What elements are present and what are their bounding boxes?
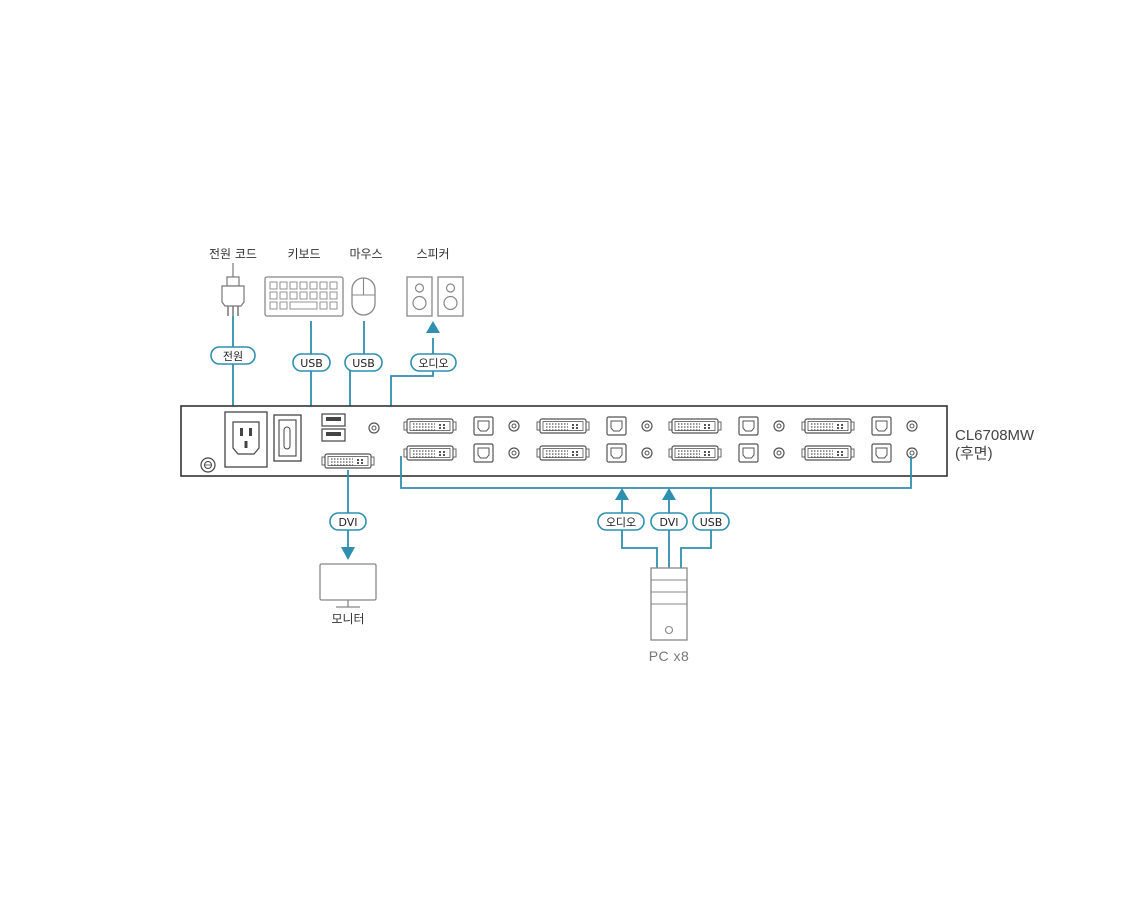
speaker-icon <box>406 276 464 317</box>
mouse-usb-pill-label: USB <box>352 357 375 370</box>
pc-audio-jack <box>641 447 653 459</box>
pc-audio-jack <box>508 447 520 459</box>
pc-dvi-port <box>403 445 457 461</box>
console-audio-jack <box>368 422 380 434</box>
audio-pill: 오디오 <box>410 353 457 372</box>
pc-dvi-pill-label: DVI <box>659 516 678 529</box>
keyboard-key <box>269 281 278 290</box>
power-plug-icon <box>221 263 245 316</box>
keyboard-key <box>289 291 298 300</box>
power-inlet <box>224 411 268 468</box>
monitor-dvi-pill-label: DVI <box>338 516 357 529</box>
pc-usb-port <box>871 416 892 436</box>
monitor-label: 모니터 <box>331 612 364 626</box>
monitor-dvi-pill: DVI <box>329 512 367 531</box>
pc-audio-jack <box>773 447 785 459</box>
pc-dvi-port <box>801 445 855 461</box>
keyboard-usb-pill-label: USB <box>300 357 323 370</box>
pc-audio-jack <box>773 420 785 432</box>
keyboard-key <box>309 281 318 290</box>
rear-view-label: (후면) <box>955 445 993 462</box>
pc-usb-pill-label: USB <box>700 516 723 529</box>
pc-audio-pill: 오디오 <box>597 512 645 531</box>
pc-audio-jack <box>906 447 918 459</box>
keyboard-key <box>289 281 298 290</box>
pc-dvi-port <box>536 445 590 461</box>
pc-usb-port <box>871 443 892 463</box>
pc-audio-arrow <box>615 488 629 500</box>
pc-audio-pill-label: 오디오 <box>606 516 636 529</box>
pc-usb-port <box>738 443 759 463</box>
console-usb-ports <box>321 413 346 442</box>
pc-dvi-arrow <box>662 488 676 500</box>
pc-usb-pill: USB <box>692 512 730 531</box>
power-cord-label: 전원 코드 <box>209 247 257 261</box>
speaker-label: 스피커 <box>416 247 449 261</box>
power-switch <box>273 414 302 462</box>
kvm-rear-panel <box>180 405 948 477</box>
pc-label: PC x8 <box>649 648 690 664</box>
keyboard-key <box>319 281 328 290</box>
keyboard-key <box>279 291 288 300</box>
keyboard-key <box>269 291 278 300</box>
pc-dvi-port <box>668 445 722 461</box>
pc-usb-port <box>473 416 494 436</box>
mouse-icon <box>351 277 376 316</box>
keyboard-key <box>329 301 338 310</box>
keyboard-key <box>279 281 288 290</box>
pc-audio-jack <box>641 420 653 432</box>
model-name: CL6708MW <box>955 427 1035 444</box>
keyboard-key <box>279 301 288 310</box>
keyboard-key <box>269 301 278 310</box>
keyboard-spacebar <box>289 301 318 310</box>
pc-dvi-pill: DVI <box>650 512 688 531</box>
pc-usb-port <box>473 443 494 463</box>
keyboard-key <box>319 291 328 300</box>
power-pill: 전원 <box>210 346 256 365</box>
keyboard-key <box>329 291 338 300</box>
pc-usb-port <box>606 416 627 436</box>
pc-dvi-port <box>536 418 590 434</box>
pc-dvi-port <box>668 418 722 434</box>
keyboard-key <box>309 291 318 300</box>
keyboard-icon <box>264 276 344 317</box>
pc-usb-port <box>738 416 759 436</box>
pc-dvi-port <box>801 418 855 434</box>
keyboard-label: 키보드 <box>287 247 320 261</box>
keyboard-key <box>299 281 308 290</box>
ground-screw-icon <box>200 457 216 473</box>
keyboard-usb-pill: USB <box>292 353 331 372</box>
keyboard-key <box>319 301 328 310</box>
pc-audio-jack <box>508 420 520 432</box>
monitor-dvi-arrow <box>341 547 355 560</box>
monitor-icon <box>319 563 377 608</box>
keyboard-key <box>299 291 308 300</box>
pc-dvi-port <box>403 418 457 434</box>
power-pill-label: 전원 <box>223 350 243 363</box>
audio-pill-label: 오디오 <box>418 357 448 370</box>
pc-usb-port <box>606 443 627 463</box>
mouse-label: 마우스 <box>349 247 382 261</box>
mouse-usb-pill: USB <box>344 353 383 372</box>
pc-tower-icon <box>650 567 688 641</box>
keyboard-key <box>329 281 338 290</box>
pc-audio-jack <box>906 420 918 432</box>
audio-out-arrow <box>426 321 440 333</box>
console-dvi-port <box>321 453 375 469</box>
